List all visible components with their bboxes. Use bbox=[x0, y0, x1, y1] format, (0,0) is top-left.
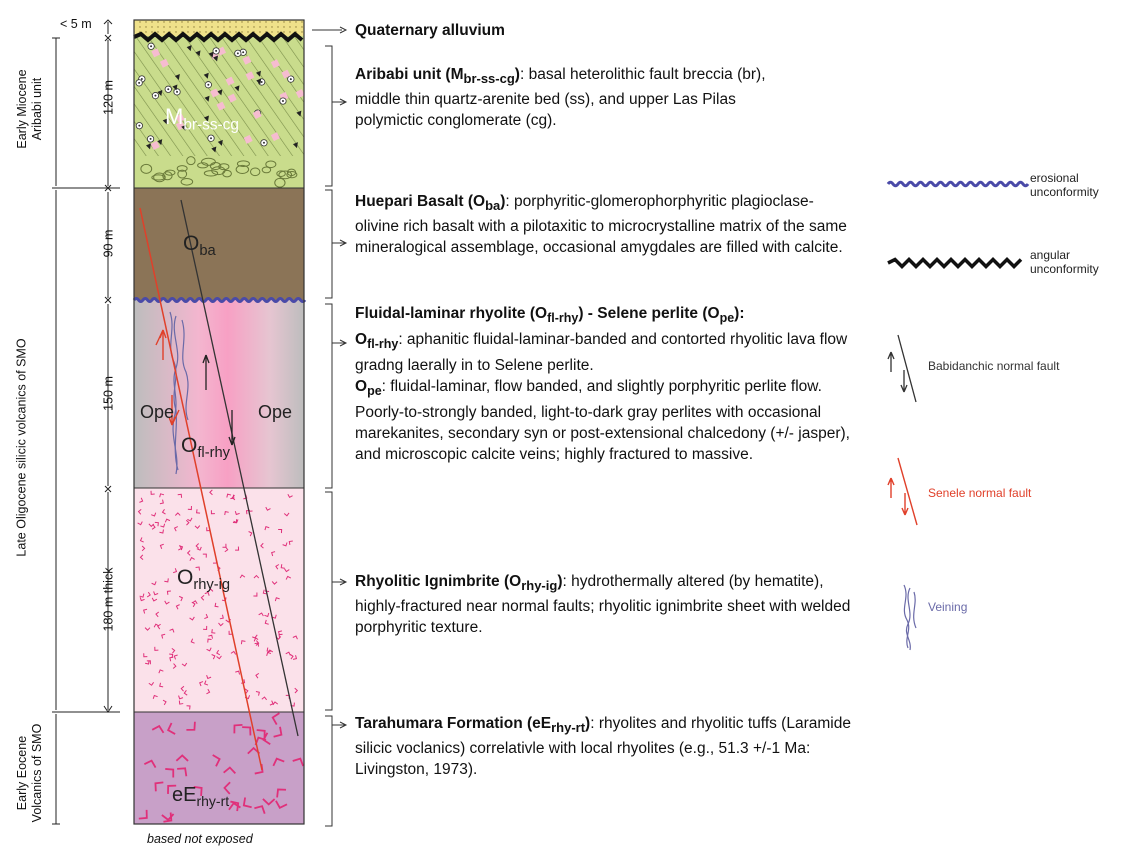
unit-label-tarahumara: eErhy-rt bbox=[172, 784, 230, 809]
thickness-rhyolite: 150 m bbox=[101, 376, 116, 411]
babidanchic-fault-line bbox=[180, 199, 299, 737]
legend-babidanchic-label: Babidanchic normal fault bbox=[928, 359, 1060, 373]
unit-label-basalt: Oba bbox=[183, 232, 216, 260]
desc-ignimbrite: Rhyolitic Ignimbrite (Orhy-ig): hydrothe… bbox=[355, 573, 851, 636]
age-label-miocene: Early Miocene Aribabi unit bbox=[15, 69, 44, 149]
scale-crosses bbox=[104, 34, 112, 493]
description-brackets bbox=[312, 26, 348, 827]
thickness-scale bbox=[52, 19, 120, 825]
basalt-layer bbox=[134, 188, 304, 300]
veining-icon bbox=[903, 584, 917, 651]
erosional-unconformity-icon bbox=[886, 180, 1030, 188]
legend-senele-label: Senele normal fault bbox=[928, 486, 1032, 500]
base-note: based not exposed bbox=[147, 832, 253, 846]
age-label-oligocene: Late Oligocene silicic volcanics of SMO bbox=[14, 338, 29, 557]
legend-veining-label: Veining bbox=[928, 600, 968, 614]
desc-aribabi: Aribabi unit (Mbr-ss-cg): basal heteroli… bbox=[355, 66, 766, 129]
desc-tarahumara: Tarahumara Formation (eErhy-rt): rhyolit… bbox=[355, 715, 851, 778]
unit-label-ope-right: Ope bbox=[258, 402, 293, 422]
ignimbrite-layer bbox=[134, 488, 304, 712]
unit-label-ignimbrite: Orhy-ig bbox=[177, 566, 231, 594]
desc-rhyolite: Fluidal-laminar rhyolite (Ofl-rhy) - Sel… bbox=[355, 303, 865, 465]
ignimbrite-ticks bbox=[137, 489, 299, 710]
thickness-aribabi: 120 m bbox=[101, 80, 116, 115]
senele-fault-line bbox=[139, 207, 263, 771]
age-label-eocene: Early Eocene Volcanics of SMO bbox=[15, 723, 44, 823]
babidanchic-fault-icon bbox=[887, 334, 917, 403]
aribabi-clasts bbox=[135, 42, 305, 153]
desc-alluvium: Quaternary alluvium bbox=[355, 22, 505, 39]
senele-fault-arrows bbox=[155, 329, 180, 426]
tarahumara-ticks bbox=[138, 712, 305, 823]
breccia-clasts bbox=[140, 156, 298, 188]
veining-lines bbox=[169, 311, 189, 475]
desc-rhyolite-title: Fluidal-laminar rhyolite (Ofl-rhy) - Sel… bbox=[355, 305, 745, 325]
desc-rhyolite-p1: Ofl-rhy: aphanitic fluidal-laminar-bande… bbox=[355, 331, 848, 374]
thickness-basalt: 90 m bbox=[101, 229, 116, 258]
thickness-alluvium: < 5 m bbox=[60, 17, 92, 31]
desc-basalt: Huepari Basalt (Oba): porphyritic-glomer… bbox=[355, 193, 847, 256]
unit-label-ope-left: Ope bbox=[140, 402, 175, 422]
thickness-ignimbrite: 180 m thick bbox=[101, 567, 116, 632]
babidanchic-fault-arrows bbox=[202, 354, 236, 446]
angular-unconformity-line bbox=[133, 31, 304, 43]
unit-label-aribabi: Mbr-ss-cg bbox=[165, 104, 239, 134]
senele-fault-icon bbox=[887, 457, 918, 526]
erosional-unconformity-line bbox=[132, 297, 307, 303]
unit-label-rhyolite: Ofl-rhy bbox=[181, 434, 230, 462]
angular-unconformity-icon bbox=[887, 257, 1023, 269]
desc-rhyolite-p2: Ope: fluidal-laminar, flow banded, and s… bbox=[355, 378, 850, 463]
